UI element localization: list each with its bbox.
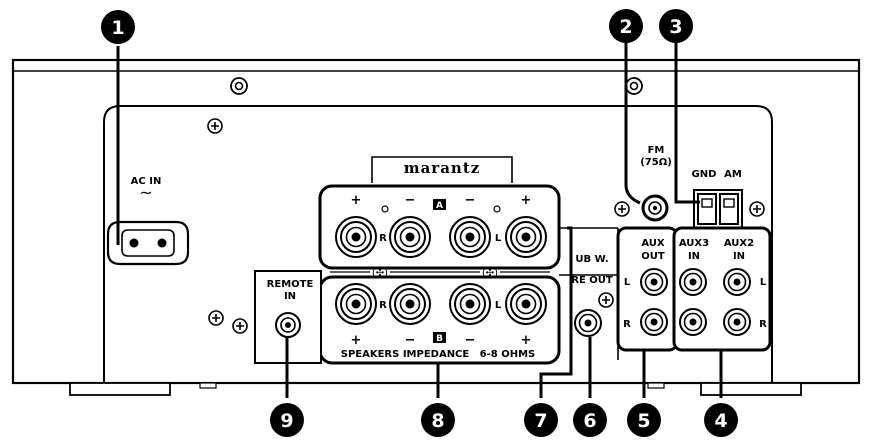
- aux-out-r-jack[interactable]: [640, 308, 668, 336]
- callout-2: 2: [609, 9, 643, 43]
- svg-text:−: −: [465, 333, 476, 348]
- svg-text:1: 1: [111, 17, 124, 39]
- svg-text:R: R: [379, 233, 387, 244]
- callout-4: 4: [704, 403, 738, 437]
- speakers-impedance-label: SPEAKERS IMPEDANCE 6-8 OHMS: [341, 349, 536, 360]
- svg-text:IN: IN: [688, 251, 700, 262]
- svg-text:3: 3: [669, 16, 682, 38]
- callout-5: 5: [627, 403, 661, 437]
- svg-text:(✣): (✣): [372, 268, 388, 279]
- svg-text:B: B: [436, 334, 443, 344]
- svg-text:−: −: [405, 193, 416, 208]
- svg-text:+: +: [351, 333, 362, 348]
- speaker-post-b-l-minus[interactable]: [449, 283, 491, 325]
- svg-text:AM: AM: [724, 169, 742, 180]
- aux-out-section: AUX OUT L R: [616, 226, 679, 352]
- svg-text:IN: IN: [733, 251, 745, 262]
- speaker-post-b-r-minus[interactable]: [389, 283, 431, 325]
- speaker-post-a-l-plus[interactable]: [505, 216, 547, 258]
- aux-in-section: AUX3 IN AUX2 IN L R: [672, 226, 772, 352]
- callout-6: 6: [573, 403, 607, 437]
- subwoofer-pre-out-jack[interactable]: [574, 309, 602, 337]
- svg-text:R: R: [759, 319, 767, 330]
- svg-text:GND: GND: [692, 169, 717, 180]
- svg-text:AUX3: AUX3: [679, 238, 709, 249]
- aux2-in-l-jack[interactable]: [723, 268, 751, 296]
- top-screw-right: [625, 77, 643, 95]
- aux2-in-r-jack[interactable]: [723, 308, 751, 336]
- svg-text:OUT: OUT: [641, 251, 665, 262]
- svg-text:AUX2: AUX2: [724, 238, 754, 249]
- svg-text:8: 8: [431, 410, 444, 432]
- svg-text:R: R: [379, 300, 387, 311]
- svg-text:4: 4: [714, 410, 727, 432]
- badge-b: [433, 332, 446, 343]
- speaker-post-a-r-plus[interactable]: [335, 216, 377, 258]
- svg-text:(75Ω): (75Ω): [640, 157, 672, 168]
- svg-text:9: 9: [280, 410, 293, 432]
- screw-icon: [232, 318, 248, 334]
- badge-a: [433, 199, 446, 210]
- svg-text:FM: FM: [648, 145, 665, 156]
- svg-text:+: +: [521, 193, 532, 208]
- top-screw-left: [230, 77, 248, 95]
- ac-in-label: AC IN: [131, 176, 162, 187]
- screw-icon: [598, 292, 614, 308]
- svg-text:L: L: [495, 233, 502, 244]
- screw-icon: [207, 118, 223, 134]
- ac-symbol: ~: [139, 183, 152, 202]
- svg-text:L: L: [760, 277, 767, 288]
- svg-text:6: 6: [583, 410, 596, 432]
- svg-text:+: +: [351, 193, 362, 208]
- callout-7: 7: [524, 403, 558, 437]
- svg-text:−: −: [405, 333, 416, 348]
- fm-section: FM (75Ω): [640, 145, 672, 222]
- callout-9: 9: [270, 403, 304, 437]
- ac-in-section: AC IN ~: [106, 176, 190, 266]
- svg-text:−: −: [465, 193, 476, 208]
- aux3-in-l-jack[interactable]: [679, 268, 707, 296]
- speaker-post-b-l-plus[interactable]: [505, 283, 547, 325]
- callout-3: 3: [659, 9, 693, 43]
- speaker-terminals-a: + − − + A R L: [318, 184, 561, 270]
- aux-out-l-jack[interactable]: [640, 268, 668, 296]
- svg-text:REMOTE: REMOTE: [267, 279, 314, 290]
- callout-1: 1: [101, 10, 135, 44]
- leader-lines: [116, 43, 723, 398]
- aux3-in-r-jack[interactable]: [679, 308, 707, 336]
- brand-section: marantz: [371, 156, 513, 183]
- svg-text:L: L: [495, 300, 502, 311]
- screw-icon: [208, 310, 224, 326]
- screw-icon: [614, 201, 630, 217]
- speaker-terminals-b: R L + − − + B SPEAKERS IMPEDANCE 6-8 OHM…: [318, 275, 561, 365]
- speaker-bracket: (✣) (✣): [330, 268, 550, 279]
- brand-logo: marantz: [404, 159, 481, 177]
- callout-8: 8: [421, 403, 455, 437]
- svg-text:IN: IN: [284, 291, 296, 302]
- speaker-post-a-l-minus[interactable]: [449, 216, 491, 258]
- ac-inlet[interactable]: [106, 220, 190, 266]
- svg-text:R: R: [623, 319, 631, 330]
- svg-text:+: +: [521, 333, 532, 348]
- am-section: GND AM: [692, 169, 743, 229]
- speaker-post-b-r-plus[interactable]: [335, 283, 377, 325]
- svg-text:A: A: [436, 201, 443, 211]
- svg-text:(✣): (✣): [482, 268, 498, 279]
- screw-icon: [749, 201, 765, 217]
- svg-text:7: 7: [534, 410, 547, 432]
- svg-text:2: 2: [619, 16, 632, 38]
- svg-text:AUX: AUX: [641, 238, 665, 249]
- svg-text:UB W.: UB W.: [575, 254, 608, 265]
- svg-text:RE OUT: RE OUT: [571, 275, 613, 286]
- speaker-post-a-r-minus[interactable]: [389, 216, 431, 258]
- svg-text:5: 5: [637, 410, 650, 432]
- svg-text:L: L: [624, 277, 631, 288]
